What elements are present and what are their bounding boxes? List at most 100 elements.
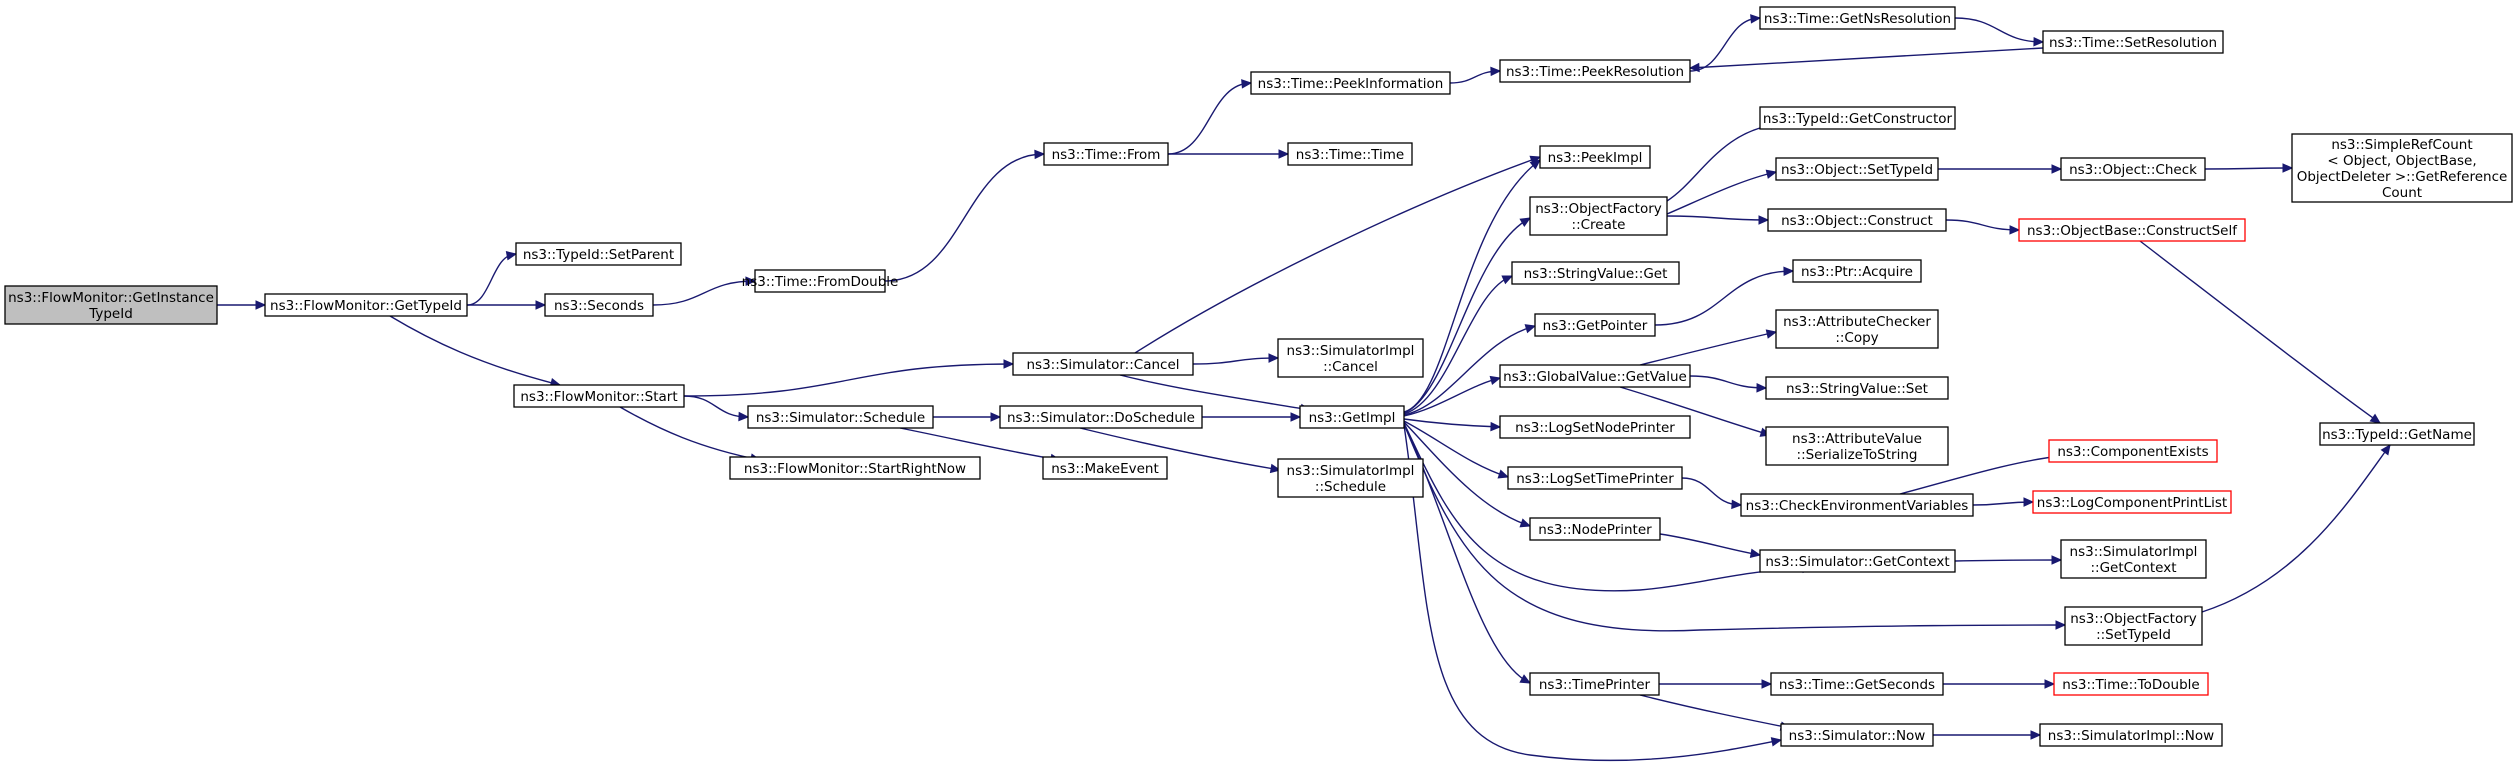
node-objectsettypeid[interactable]: ns3::Object::SetTypeId: [1775, 157, 1939, 181]
edge-objfactorysettypeid-to-typeidgetname: [2201, 444, 2391, 613]
node-fromdouble[interactable]: ns3::Time::FromDouble: [742, 269, 899, 293]
node-getpointer[interactable]: ns3::GetPointer: [1534, 313, 1656, 337]
node-box-logsettimeprinter: [1507, 466, 1683, 490]
node-simplerefcount[interactable]: ns3::SimpleRefCount< Object, ObjectBase,…: [2291, 133, 2513, 203]
node-objectcheck[interactable]: ns3::Object::Check: [2060, 157, 2206, 181]
node-attrcheckercopy[interactable]: ns3::AttributeChecker::Copy: [1775, 309, 1939, 349]
node-gettypeid[interactable]: ns3::FlowMonitor::GetTypeId: [264, 293, 468, 317]
node-seconds[interactable]: ns3::Seconds: [544, 293, 654, 317]
node-setparent[interactable]: ns3::TypeId::SetParent: [515, 242, 682, 266]
node-label-objfactorysettypeid: ::SetTypeId: [2096, 627, 2171, 643]
node-label-checkenvvars: ns3::CheckEnvironmentVariables: [1746, 498, 1969, 514]
node-makeevent[interactable]: ns3::MakeEvent: [1042, 456, 1168, 480]
node-constructself[interactable]: ns3::ObjectBase::ConstructSelf: [2018, 218, 2246, 242]
edge-getimpl-to-getpointer: [1403, 325, 1536, 416]
node-checkenvvars[interactable]: ns3::CheckEnvironmentVariables: [1740, 493, 1974, 517]
node-box-stringvalueget: [1511, 261, 1680, 285]
node-box-timetodouble: [2053, 672, 2209, 696]
node-simimplschedule[interactable]: ns3::SimulatorImpl::Schedule: [1277, 458, 1424, 498]
node-componentexists[interactable]: ns3::ComponentExists: [2048, 439, 2218, 463]
node-simgetcontext[interactable]: ns3::Simulator::GetContext: [1759, 549, 1956, 573]
node-objfactorycreate[interactable]: ns3::ObjectFactory::Create: [1529, 196, 1668, 236]
node-getimpl[interactable]: ns3::GetImpl: [1299, 405, 1405, 429]
arrowhead-getimpl-to-timeprinter: [1519, 674, 1532, 684]
edge-seconds-to-fromdouble: [652, 280, 756, 306]
node-box-startrightnow: [729, 456, 981, 480]
node-logcomponentprintlist[interactable]: ns3::LogComponentPrintList: [2032, 490, 2232, 514]
node-peekimpl[interactable]: ns3::PeekImpl: [1539, 145, 1651, 169]
arrowhead-getinstancetypeid-to-gettypeid: [255, 300, 267, 310]
node-box-gettypeid: [264, 293, 468, 317]
node-schedule[interactable]: ns3::Simulator::Schedule: [747, 405, 934, 429]
arrowhead-getimpl-to-stringvalueget: [1501, 275, 1514, 285]
node-attrvalueserialize[interactable]: ns3::AttributeValue::SerializeToString: [1765, 426, 1949, 466]
node-logsetnodeprinter[interactable]: ns3::LogSetNodePrinter: [1499, 415, 1691, 439]
arrowhead-timegetseconds-to-timetodouble: [2044, 679, 2056, 689]
edge-objfactorycreate-to-objectconstruct: [1666, 215, 1769, 221]
arrowhead-gettypeid-to-seconds: [535, 300, 547, 310]
arrowhead-getimpl-to-getpointer: [1524, 324, 1537, 334]
node-box-getpointer: [1534, 313, 1656, 337]
node-time[interactable]: ns3::Time::Time: [1287, 142, 1413, 166]
node-label-attrvalueserialize: ns3::AttributeValue: [1792, 431, 1922, 447]
node-box-setresolution: [2042, 30, 2224, 54]
edge-setresolution-to-peekresolution: [1689, 47, 2044, 69]
node-label-fromdouble: ns3::Time::FromDouble: [742, 274, 899, 290]
arrowhead-objfactorycreate-to-objectsettypeid: [1765, 169, 1778, 179]
arrowhead-objectsettypeid-to-objectcheck: [2051, 164, 2063, 174]
node-typeidgetconstructor[interactable]: ns3::TypeId::GetConstructor: [1759, 106, 1956, 130]
edge-getimpl-to-logsettimeprinter: [1403, 420, 1509, 478]
node-objectconstruct[interactable]: ns3::Object::Construct: [1767, 208, 1947, 232]
node-startrightnow[interactable]: ns3::FlowMonitor::StartRightNow: [729, 456, 981, 480]
node-timegetseconds[interactable]: ns3::Time::GetSeconds: [1770, 672, 1944, 696]
node-stringvalueset[interactable]: ns3::StringValue::Set: [1765, 376, 1949, 400]
node-setresolution[interactable]: ns3::Time::SetResolution: [2042, 30, 2224, 54]
node-simimplgetcontext[interactable]: ns3::SimulatorImpl::GetContext: [2060, 539, 2207, 579]
node-nodeprinter[interactable]: ns3::NodePrinter: [1529, 517, 1661, 541]
arrowhead-getimpl-to-peekimpl: [1529, 159, 1541, 170]
node-getnsresolution[interactable]: ns3::Time::GetNsResolution: [1759, 6, 1956, 30]
node-typeidgetname[interactable]: ns3::TypeId::GetName: [2319, 422, 2475, 446]
node-timeprinter[interactable]: ns3::TimePrinter: [1529, 672, 1660, 696]
node-label-globalvaluegetvalue: ns3::GlobalValue::GetValue: [1503, 369, 1687, 385]
node-label-simnow: ns3::Simulator::Now: [1789, 728, 1926, 744]
arrowhead-setresolution-to-peekresolution: [1688, 62, 1700, 73]
node-objfactorysettypeid[interactable]: ns3::ObjectFactory::SetTypeId: [2064, 606, 2203, 646]
node-from[interactable]: ns3::Time::From: [1043, 142, 1169, 166]
node-logsettimeprinter[interactable]: ns3::LogSetTimePrinter: [1507, 466, 1683, 490]
node-label-componentexists: ns3::ComponentExists: [2057, 444, 2208, 460]
node-box-start: [513, 384, 685, 408]
node-simimplcancel[interactable]: ns3::SimulatorImpl::Cancel: [1277, 338, 1424, 378]
node-box-attrvalueserialize: [1765, 426, 1949, 466]
edge-cancel-to-getimpl: [1119, 374, 1311, 411]
node-box-globalvaluegetvalue: [1499, 364, 1691, 388]
node-start[interactable]: ns3::FlowMonitor::Start: [513, 384, 685, 408]
node-label-typeidgetconstructor: ns3::TypeId::GetConstructor: [1763, 111, 1953, 127]
node-cancel[interactable]: ns3::Simulator::Cancel: [1012, 352, 1194, 376]
node-doschedule[interactable]: ns3::Simulator::DoSchedule: [999, 405, 1203, 429]
arrowhead-cancel-to-simimplcancel: [1268, 353, 1280, 363]
arrowhead-objectconstruct-to-constructself: [2009, 225, 2021, 235]
arrowhead-getnsresolution-to-setresolution: [2033, 36, 2045, 47]
node-box-from: [1043, 142, 1169, 166]
arrowhead-start-to-schedule: [738, 411, 750, 422]
node-timetodouble[interactable]: ns3::Time::ToDouble: [2053, 672, 2209, 696]
node-box-getnsresolution: [1759, 6, 1956, 30]
node-stringvalueget[interactable]: ns3::StringValue::Get: [1511, 261, 1680, 285]
node-peekinformation[interactable]: ns3::Time::PeekInformation: [1250, 71, 1451, 95]
node-box-time: [1287, 142, 1413, 166]
arrowhead-getimpl-to-logsettimeprinter: [1497, 469, 1510, 479]
edge-getnsresolution-to-setresolution: [1954, 17, 2044, 43]
edge-objfactorycreate-to-objectsettypeid: [1666, 171, 1777, 215]
node-simimplnow[interactable]: ns3::SimulatorImpl::Now: [2039, 723, 2223, 747]
node-peekresolution[interactable]: ns3::Time::PeekResolution: [1499, 59, 1691, 83]
node-label-objectcheck: ns3::Object::Check: [2069, 162, 2197, 178]
node-ptracquire[interactable]: ns3::Ptr::Acquire: [1792, 259, 1922, 283]
node-label-logsettimeprinter: ns3::LogSetTimePrinter: [1516, 471, 1674, 487]
node-globalvaluegetvalue[interactable]: ns3::GlobalValue::GetValue: [1499, 364, 1691, 388]
node-simnow[interactable]: ns3::Simulator::Now: [1780, 723, 1934, 747]
edge-checkenvvars-to-componentexists: [1899, 455, 2061, 495]
node-box-simimplnow: [2039, 723, 2223, 747]
